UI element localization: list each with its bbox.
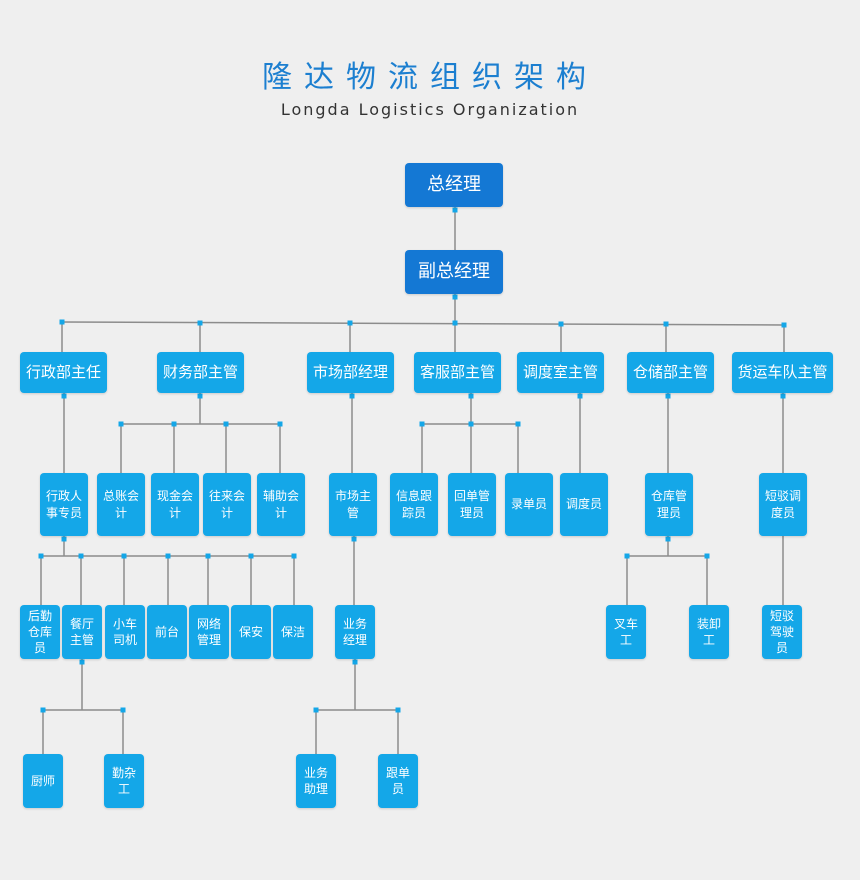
connector-dot (665, 393, 671, 399)
connector-dot (419, 421, 425, 427)
node-fleet-head: 货运车队主管 (732, 352, 833, 393)
node-shuttle-driver: 短驳驾驶员 (762, 605, 802, 659)
connector-dot (59, 319, 65, 325)
node-finance-head: 财务部主管 (157, 352, 244, 393)
node-logistics-warehouse-clerk: 后勤仓库员 (20, 605, 60, 659)
connector-dot (347, 320, 353, 326)
connector-dot (781, 322, 787, 328)
node-shuttle-dispatcher: 短驳调度员 (759, 473, 807, 536)
connector-dot (171, 421, 177, 427)
node-auxiliary-accountant: 辅助会计 (257, 473, 305, 536)
node-dispatch-head: 调度室主管 (517, 352, 604, 393)
connector-dot (351, 536, 357, 542)
connector-dot (121, 553, 127, 559)
connector-dot (780, 393, 786, 399)
connector-dot (197, 320, 203, 326)
node-business-assistant: 业务助理 (296, 754, 336, 808)
diagram-subtitle: Longda Logistics Organization (280, 100, 580, 119)
node-general-manager: 总经理 (405, 163, 503, 207)
node-order-entry-clerk: 录单员 (505, 473, 553, 536)
node-car-driver: 小车司机 (105, 605, 145, 659)
connector-dot (452, 294, 458, 300)
node-storage-head: 仓储部主管 (627, 352, 714, 393)
node-info-tracker: 信息跟踪员 (390, 473, 438, 536)
connector-dot (277, 421, 283, 427)
connector-dot (248, 553, 254, 559)
connector-dot (223, 421, 229, 427)
connector-dot (663, 321, 669, 327)
node-business-manager: 业务经理 (335, 605, 375, 659)
node-handyman: 勤杂工 (104, 754, 144, 808)
node-market-supervisor: 市场主管 (329, 473, 377, 536)
connector-dot (40, 707, 46, 713)
connector-dot (78, 553, 84, 559)
connector-dot (165, 553, 171, 559)
connector-dot (118, 421, 124, 427)
connector-dot (452, 320, 458, 326)
node-receipt-manager: 回单管理员 (448, 473, 496, 536)
node-chef: 厨师 (23, 754, 63, 808)
node-cleaner: 保洁 (273, 605, 313, 659)
node-warehouse-manager: 仓库管理员 (645, 473, 693, 536)
node-receivables-accountant: 往来会计 (203, 473, 251, 536)
connector-dot (395, 707, 401, 713)
node-front-desk: 前台 (147, 605, 187, 659)
diagram-title: 隆达物流组织架构 (262, 60, 598, 95)
node-market-manager: 市场部经理 (307, 352, 394, 393)
connector-dot (205, 553, 211, 559)
node-deputy-general-manager: 副总经理 (405, 250, 503, 294)
connector-dot (197, 393, 203, 399)
connector-line (61, 321, 785, 326)
node-ledger-accountant: 总账会计 (97, 473, 145, 536)
node-canteen-supervisor: 餐厅主管 (62, 605, 102, 659)
connector-dot (291, 553, 297, 559)
connector-dot (468, 393, 474, 399)
connector-dot (61, 536, 67, 542)
node-cash-accountant: 现金会计 (151, 473, 199, 536)
connector-dot (120, 707, 126, 713)
connector-dot (352, 659, 358, 665)
connector-dot (704, 553, 710, 559)
connector-dot (38, 553, 44, 559)
connector-dot (79, 659, 85, 665)
connector-dot (665, 536, 671, 542)
node-forklift-operator: 叉车工 (606, 605, 646, 659)
connector-dot (558, 321, 564, 327)
connector-dot (313, 707, 319, 713)
connector-dot (349, 393, 355, 399)
node-order-follower: 跟单员 (378, 754, 418, 808)
node-admin-staff: 行政人事专员 (40, 473, 88, 536)
connector-dot (468, 421, 474, 427)
node-dispatcher: 调度员 (560, 473, 608, 536)
node-security-guard: 保安 (231, 605, 271, 659)
node-admin-head: 行政部主任 (20, 352, 107, 393)
connector-dot (61, 393, 67, 399)
connector-dot (577, 393, 583, 399)
connector-dot (515, 421, 521, 427)
node-loader: 装卸工 (689, 605, 729, 659)
connector-dot (624, 553, 630, 559)
node-network-admin: 网络管理 (189, 605, 229, 659)
connector-dot (452, 207, 458, 213)
node-customer-service-head: 客服部主管 (414, 352, 501, 393)
